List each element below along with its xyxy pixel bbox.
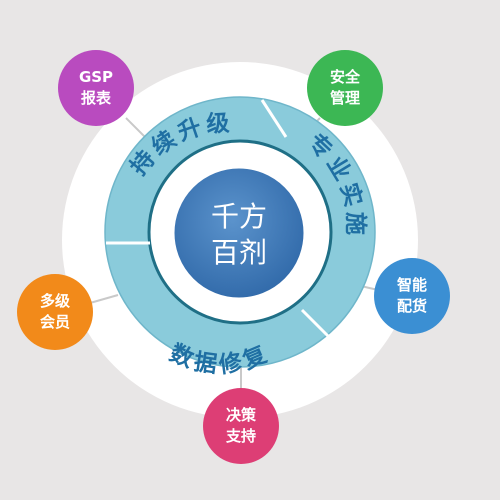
bubble-multi-member[interactable]: 多级 会员 [17,274,93,350]
bubble-security[interactable]: 安全 管理 [307,50,383,126]
bubble-decision-support[interactable]: 决策 支持 [203,388,279,464]
bubble-smart-circle [374,258,450,334]
bubble-security-circle [307,50,383,126]
bubble-decision-line1: 决策 [226,406,257,424]
ring-dividers [106,99,332,340]
bubble-decision-circle [203,388,279,464]
bubble-member-line1: 多级 [40,292,71,310]
ring-outer-edge [104,96,376,368]
bubble-smart-distribution[interactable]: 智能 配货 [374,258,450,334]
center-circle [171,165,307,301]
center-line1: 千方 [211,200,267,233]
feature-ring [105,97,375,367]
bubble-gsp-line1: GSP [79,68,113,86]
divider-top-right [260,99,288,138]
bubble-gsp-line2: 报表 [81,89,112,107]
center-line2: 百剂 [211,236,267,269]
divider-bottom-right [300,308,332,340]
bubble-decision-line2: 支持 [225,427,256,445]
bubble-smart-line1: 智能 [397,276,427,294]
bubble-member-circle [17,274,93,350]
bubble-security-line1: 安全 [330,68,361,86]
bubble-member-line2: 会员 [40,313,70,331]
ring-inner-edge [147,139,333,325]
bubble-security-line2: 管理 [330,89,360,107]
connector-member [89,294,119,304]
bubble-gsp-report[interactable]: GSP 报表 [58,50,134,126]
bubble-gsp-circle [58,50,134,126]
bubble-smart-line2: 配货 [397,297,427,315]
